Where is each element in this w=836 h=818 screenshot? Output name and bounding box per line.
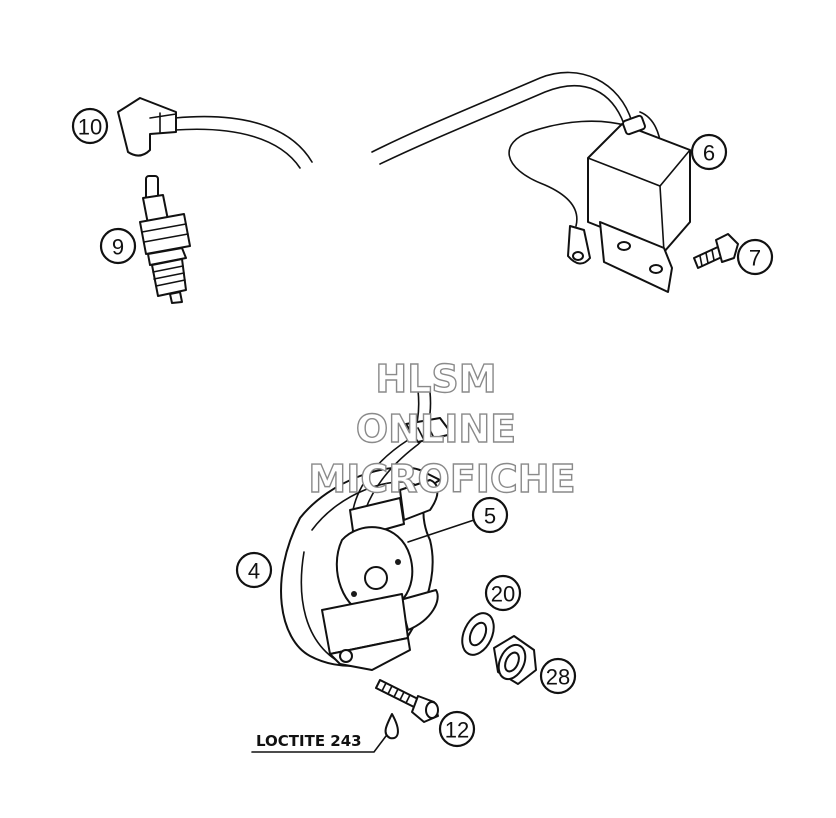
spark-plug	[139, 175, 191, 304]
callout-20: 20	[484, 574, 522, 612]
stator-coil	[321, 497, 414, 671]
spark-plug-cap	[117, 97, 313, 169]
callout-7: 7	[736, 238, 774, 276]
washer	[461, 612, 495, 656]
watermark-line3: MICROFICHE	[308, 457, 575, 501]
watermark-line1: HLSM	[375, 357, 496, 401]
loctite-drop	[251, 713, 399, 753]
stator-wiring	[351, 389, 453, 521]
callout-4: 4	[235, 551, 273, 589]
callout-20-label: 20	[491, 582, 515, 607]
watermark-line2: ONLINE	[356, 407, 516, 451]
callout-9-label: 9	[112, 235, 124, 260]
callout-10: 10	[71, 107, 109, 145]
callout-12-label: 12	[445, 718, 469, 743]
loctite-label: LOCTITE 243	[256, 732, 362, 750]
callout-4-label: 4	[248, 559, 260, 584]
leader-lines	[407, 519, 475, 543]
callout-5-label: 5	[484, 504, 496, 529]
callout-28: 28	[539, 657, 577, 695]
callout-6: 6	[690, 133, 728, 171]
callout-28-label: 28	[546, 665, 570, 690]
ignition-coil	[371, 71, 691, 293]
callout-7-label: 7	[749, 246, 761, 271]
callout-9: 9	[99, 227, 137, 265]
coil-bolt	[693, 233, 739, 269]
callout-6-label: 6	[703, 141, 715, 166]
callout-5: 5	[471, 496, 509, 534]
callout-10-label: 10	[78, 115, 102, 140]
nut	[493, 635, 537, 685]
stator-screw	[375, 679, 439, 723]
watermark: HLSM ONLINE MICROFICHE	[308, 356, 577, 501]
callout-12: 12	[438, 710, 476, 748]
